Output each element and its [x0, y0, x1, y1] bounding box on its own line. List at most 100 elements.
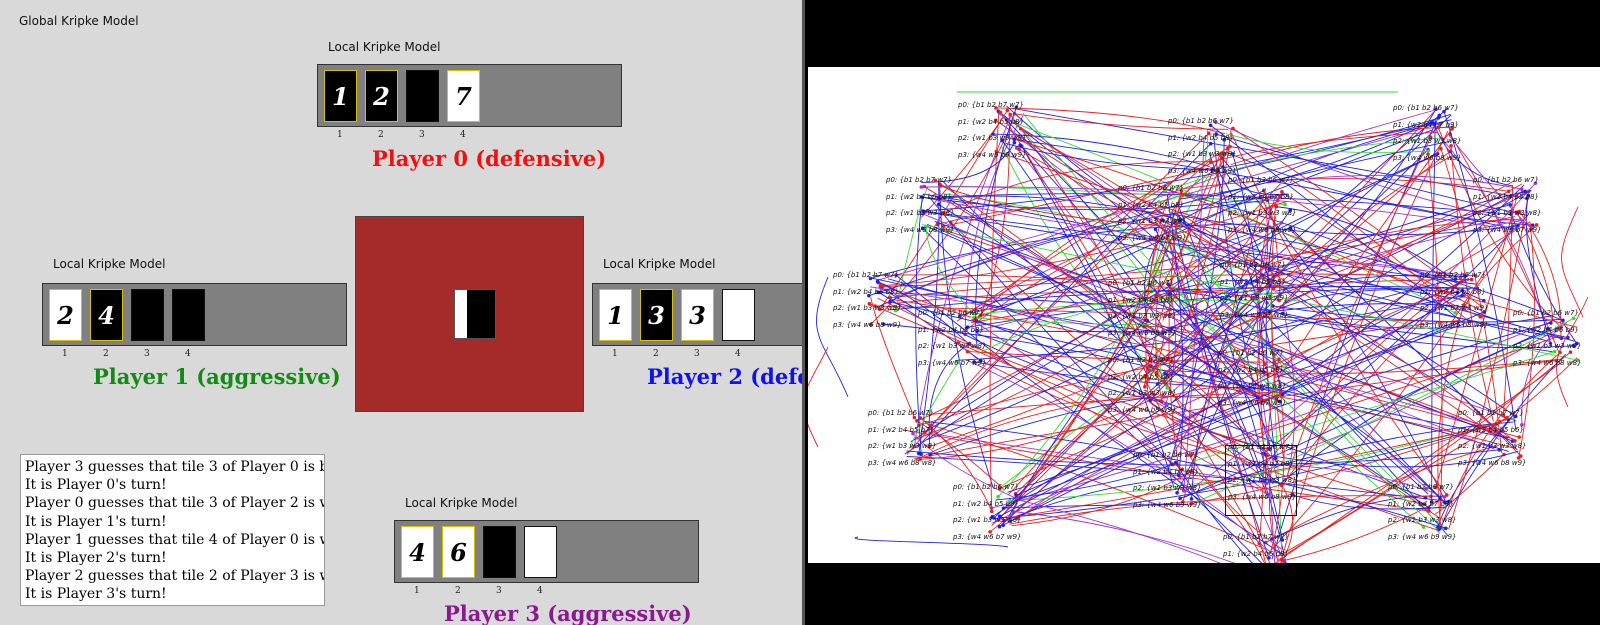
world-node-line: p0: {b1 b2 b6 w7}: [918, 309, 984, 317]
kripke-edge: [877, 281, 973, 348]
kripke-edge: [1437, 127, 1560, 327]
kripke-edge: [1150, 183, 1281, 309]
player-3-tile-4[interactable]: [524, 526, 557, 578]
kripke-edge: [887, 286, 1478, 311]
world-node[interactable]: p0: {b1 b2 b6 w7}p1: {w2 b4 b5 b7}p2: {w…: [868, 405, 937, 471]
world-node[interactable]: p0: {b1 b2 b6 w7}p1: {w2 b4 b7 b8}p2: {w…: [1388, 479, 1457, 545]
world-node[interactable]: p0: {b1 b2 b6 w7}p1: {w2 b4 b5 b8}p2: {w…: [1218, 345, 1287, 411]
kripke-edge-arrowhead: [1153, 227, 1158, 232]
world-node-line: p2: {w1 b3 w3 w8}: [1108, 312, 1177, 320]
kripke-edge: [924, 158, 1212, 433]
kripke-edge: [1259, 306, 1574, 349]
kripke-edge: [1169, 293, 1429, 495]
world-node[interactable]: p0: {b1 b2 b6 w7}p1: {w2 b4 b5 b8}p2: {w…: [918, 305, 987, 371]
world-node[interactable]: p0: {b1 b2 b6 w7}p1: {w2 b4 b5 b8}p2: {w…: [1420, 267, 1489, 333]
world-node-line: p0: {b1 b2 b6 w7}: [1218, 349, 1284, 357]
world-node[interactable]: p0: {b1 b2 b6 w7}p1: {w2 b4 b6 b9}p2: {w…: [1513, 305, 1582, 371]
world-node[interactable]: p0: {b1 b2 b7 w7}p1: {w2 b4 b6 b8}p2: {w…: [833, 267, 902, 333]
kripke-edge: [1232, 128, 1483, 308]
world-node[interactable]: p0: {b1 b2 b7 w7}p1: {w2 b4 b5 b8}p2: {w…: [958, 97, 1027, 163]
kripke-edge: [1210, 131, 1439, 163]
pile-tile[interactable]: [454, 289, 496, 339]
kripke-edge: [889, 301, 1509, 439]
player-0-tile-2[interactable]: 2: [365, 70, 398, 122]
world-node[interactable]: p0: {b1 b2 b6 w7}p1: {w2 b4 b7 b9}p2: {w…: [1393, 100, 1462, 166]
player-2-tile-4[interactable]: [722, 289, 755, 341]
kripke-edge-arrowhead: [1445, 493, 1449, 497]
kripke-edge: [1144, 313, 1272, 377]
kripke-edge-arrowhead: [1222, 137, 1226, 142]
world-node-line: p3: {w4 w6 b7 w9}: [1118, 233, 1187, 242]
world-node-line: p0: {b1 b2 b6 w7}: [1473, 176, 1539, 184]
kripke-edge-arrowhead: [1256, 298, 1261, 303]
kripke-graph-edges: [808, 91, 1589, 563]
world-node[interactable]: p0: {b1 b2 b6 w7}p1: {w2 b4 b5 b8}p2: {w…: [1473, 172, 1542, 238]
world-node-line: p3: {w4 w6 b7 w8}: [1220, 310, 1289, 319]
world-node[interactable]: p0: {b1 b2 b6 w7}p1: {w2 b4 b5 b8}p2: {w…: [1118, 180, 1187, 246]
kripke-edge: [1433, 123, 1513, 187]
player-0-tile-4[interactable]: 7: [447, 70, 480, 122]
world-node[interactable]: p0: {b1 b2 b6 w7}p1: {w2 b4 b7 b8}p2: {w…: [1228, 172, 1297, 238]
kripke-edge: [1178, 206, 1283, 541]
world-node[interactable]: p0: {b1 b2 b6 w7}p1: {w2 b4 b5 b8}p2: {w…: [1168, 113, 1237, 179]
kripke-graph-canvas[interactable]: p0: {b1 b2 b7 w7}p1: {w2 b4 b5 b8}p2: {w…: [808, 67, 1600, 563]
kripke-edge: [1014, 138, 1517, 230]
kripke-edge-arrowhead: [978, 358, 983, 363]
kripke-edge-arrowhead: [988, 530, 992, 534]
player-3-tile-2[interactable]: 6: [442, 526, 475, 578]
player-0-tile-position-2: 2: [378, 130, 384, 140]
kripke-edge-arrowhead: [1534, 223, 1539, 227]
log-line: It is Player 2's turn!: [25, 550, 167, 567]
world-node[interactable]: p0: {b1 b2 b7 w7}p1: {w2 b4 b6 b8}p2: {w…: [1223, 529, 1292, 563]
kripke-edge: [1448, 191, 1530, 530]
kripke-edge-arrowhead: [1181, 488, 1186, 493]
kripke-edge-arrowhead: [1207, 131, 1211, 136]
player-3-tile-3[interactable]: [483, 526, 516, 578]
player-3-tile-1[interactable]: 4: [401, 526, 434, 578]
world-node-line: p0: {b1 b2 b6 w7}: [1228, 176, 1294, 184]
world-node-line: p1: {w2 b4 b5 b8}: [1220, 277, 1286, 286]
kripke-edge-arrowhead: [1164, 401, 1168, 406]
kripke-edge: [1443, 111, 1517, 430]
kripke-edge-arrowhead: [1561, 318, 1565, 323]
world-node-line: p1: {w2 b4 b5 b8}: [1473, 192, 1539, 201]
player-1-tile-3[interactable]: [131, 289, 164, 341]
player-0-tile-3[interactable]: [406, 70, 439, 122]
kripke-edge: [955, 295, 1462, 361]
kripke-edge-arrowhead: [1469, 277, 1474, 282]
world-node-line: p0: {b1 b2 b6 w7}: [1168, 117, 1234, 125]
kripke-edge-arrowhead: [1012, 140, 1017, 145]
world-node[interactable]: p0: {b1 b2 b6 w7}p1: {w2 b4 b6 b8}p2: {w…: [1108, 275, 1177, 341]
kripke-edge: [922, 210, 1478, 285]
log-line: Player 2 guesses that tile 2 of Player 3…: [25, 568, 325, 585]
player-1-tile-1[interactable]: 2: [49, 289, 82, 341]
player-1-tile-2[interactable]: 4: [90, 289, 123, 341]
player-2-tile-1[interactable]: 1: [599, 289, 632, 341]
world-node[interactable]: p0: {b1 b2 b6 w7}p1: {w2 b4 b5 b9}p2: {w…: [953, 479, 1022, 545]
world-node-line: p1: {w2 b4 b5 b8}: [1218, 365, 1284, 374]
world-node-line: p2: {w1 b3 w3 w8}: [918, 342, 987, 350]
player-2-tile-3[interactable]: 3: [681, 289, 714, 341]
kripke-edge: [1266, 464, 1445, 498]
world-node-line: p1: {w2 b4 b6 b9}: [1513, 325, 1579, 334]
kripke-edge: [1271, 205, 1285, 459]
draw-pile[interactable]: [355, 216, 584, 412]
kripke-edge-arrowhead: [928, 453, 932, 457]
kripke-edge: [906, 133, 1210, 455]
kripke-edge: [935, 180, 1280, 466]
player-1-tile-4[interactable]: [172, 289, 205, 341]
world-node-line: p3: {w4 w6 b9 w9}: [1168, 166, 1237, 175]
player-2-tile-2[interactable]: 3: [640, 289, 673, 341]
world-node-line: p1: {w2 b4 b5 b9}: [953, 499, 1019, 508]
world-node[interactable]: p0: {b1 b2 b7 w7}p1: {w2 b4 b5 b6}p2: {w…: [1458, 405, 1527, 471]
kripke-edge: [967, 351, 1277, 363]
world-node[interactable]: p0: {b1 b2 b6 w7}p1: {w2 b4 b5 b8}p2: {w…: [1220, 257, 1289, 323]
world-node[interactable]: p0: {b1 b2 b6 w7}p1: {w2 b4 b7 b8}p2: {w…: [1133, 447, 1202, 513]
world-node[interactable]: p0: {b1 b2 b7 w7}p1: {w2 b4 b5 b6}p2: {w…: [1108, 352, 1177, 418]
world-node[interactable]: p0: {b1 b2 b7 w7}p1: {w2 b4 b6 b8}p2: {w…: [886, 172, 955, 238]
world-node[interactable]: p0: {b1 b2 b6 w7}p1: {w2 b4 b7 b8}p2: {w…: [1228, 439, 1297, 505]
player-0-tile-1[interactable]: 1: [324, 70, 357, 122]
kripke-edge: [1148, 378, 1517, 450]
